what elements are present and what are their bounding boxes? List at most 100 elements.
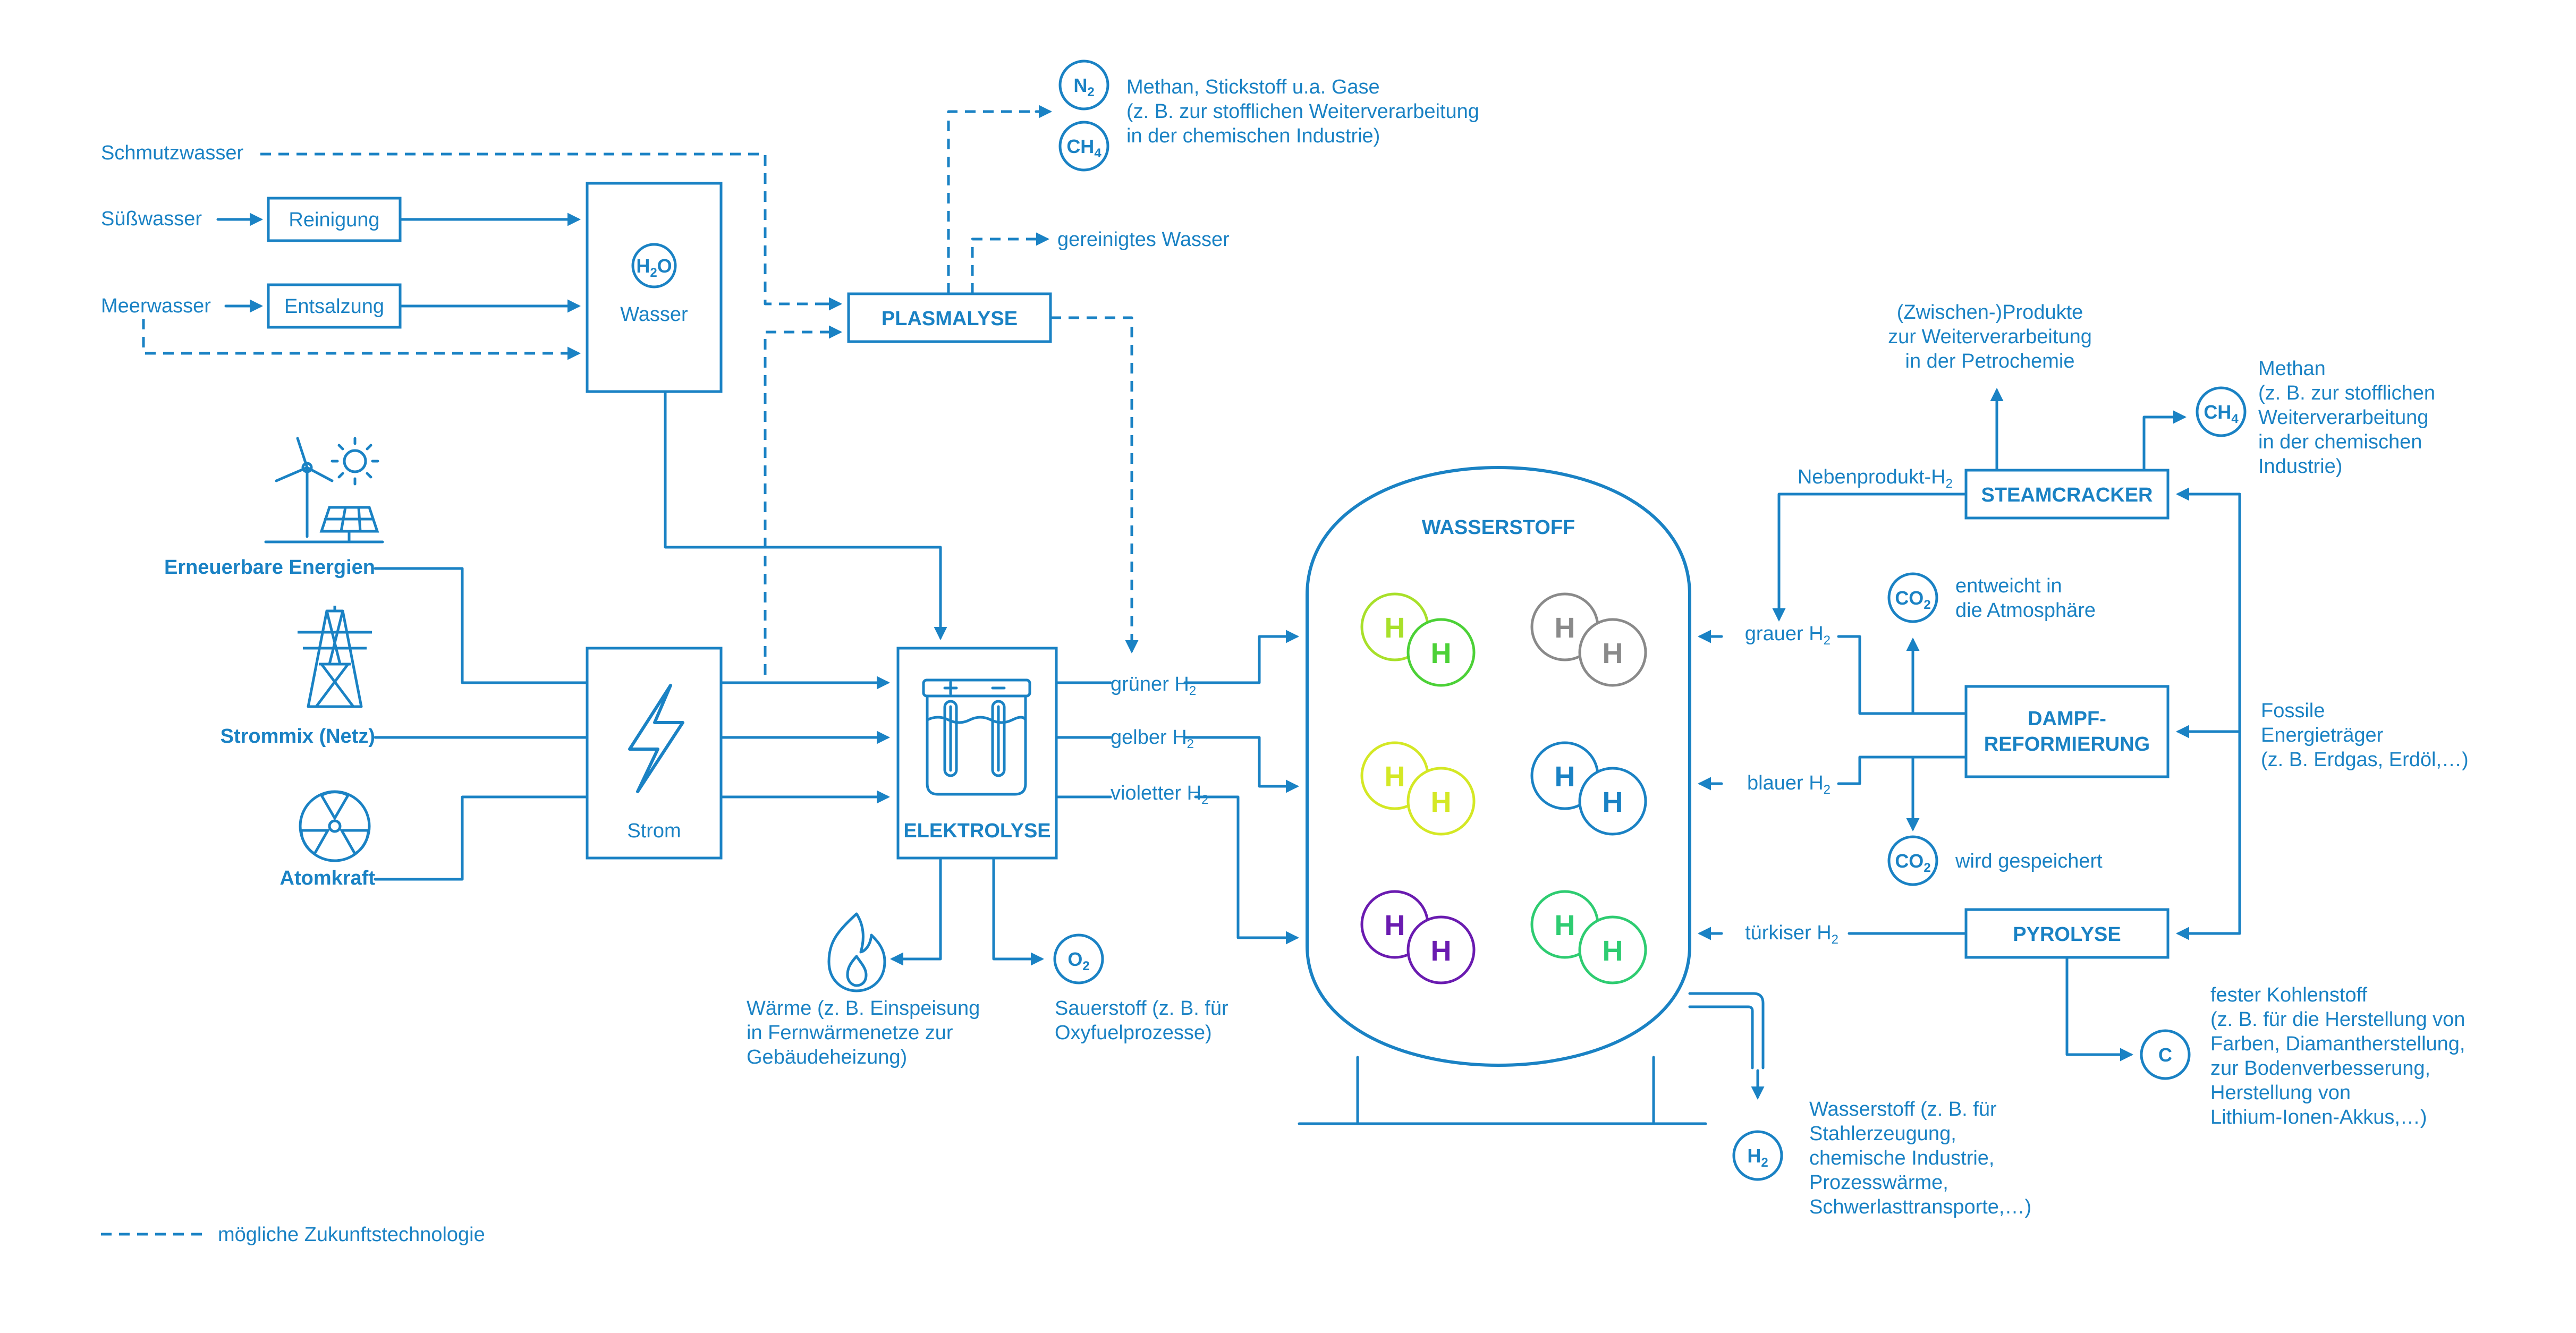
c-icon [2140,1029,2191,1080]
label-gruener-h2: grüner H2 [1111,673,1196,698]
svg-text:H: H [1431,638,1452,669]
nebenprodukt-label: Nebenprodukt-H2 [1798,466,1953,491]
co2-down-sub: 2 [1923,861,1930,875]
h2o-h: H [636,255,650,277]
ch4-icon-plasmalyse [1058,121,1109,172]
ch4-steam-sub: 4 [2231,412,2239,426]
power-pylon-icon [298,606,372,708]
arrow-elektrolyse-waerme [890,856,942,966]
kohle-line-2: (z. B. für die Herstellung von [2210,1008,2465,1031]
dashed-schmutzwasser-plasmalyse [260,152,834,305]
svg-text:H: H [1603,786,1623,818]
n2-sub: 2 [1087,85,1094,99]
methan-line-2: (z. B. zur stofflichen [2258,382,2435,404]
input-schmutzwasser: Schmutzwasser [101,142,244,164]
ch4-icon-steamcracker [2196,386,2247,437]
svg-text:CH4: CH4 [2204,401,2239,426]
svg-text:H: H [1385,761,1405,793]
label-tuerkiser-h2: türkiser H2 [1745,922,1838,947]
h2o-sub: 2 [650,266,657,280]
kohle-line-1: fester Kohlenstoff [2210,984,2367,1006]
strom-label: Strom [627,820,681,842]
energy-erneuerbar: Erneuerbare Energien [164,556,375,579]
h2o-o: O [657,255,672,277]
co2-icon-storage [1887,835,1938,886]
arrow-elektrolyse-sauerstoff [992,856,1044,966]
gase-line-2: (z. B. zur stofflichen Weiterverarbeitun… [1126,100,1479,123]
plasmalyse-label: PLASMALYSE [882,308,1018,330]
nuclear-icon [299,790,371,862]
tank-outlet-pipe [1688,992,1765,1069]
co2-down-co: CO [1895,850,1923,872]
svg-text:H: H [1431,935,1452,967]
entweicht-line-1: entweicht in [1955,575,2062,597]
svg-text:H: H [1431,786,1452,818]
tank-output-line-2: Stahlerzeugung, [1809,1123,1956,1145]
molecule-violett: H H [1360,890,1476,984]
kohle-line-6: Lithium-Ionen-Akkus,…) [2210,1106,2427,1128]
line-erneuerbar-strom [374,567,589,684]
steamcracker-box [1964,469,2170,520]
molecule-blau: H H [1530,741,1647,836]
dampfreformierung-box [1964,685,2170,778]
molecule-tuerkis: H H [1530,890,1647,984]
svg-text:H: H [1603,638,1623,669]
wasserstoff-label: WASSERSTOFF [1422,516,1575,539]
entweicht-line-2: die Atmosphäre [1955,599,2096,622]
svg-text:CO2: CO2 [1895,587,1930,612]
kohle-line-3: Farben, Diamantherstellung, [2210,1033,2465,1055]
sauerstoff-line-1: Sauerstoff (z. B. für [1055,997,1228,1020]
svg-text:CO2: CO2 [1895,850,1930,875]
methan-line-1: Methan [2258,358,2326,380]
co2-up-sub: 2 [1923,598,1930,612]
dashed-strom-plasmalyse [764,330,834,675]
molecule-grau: H H [1530,592,1647,687]
produkte-line-1: (Zwischen-)Produkte [1897,301,2083,324]
dampf-label-2: REFORMIERUNG [1984,733,2150,755]
svg-text:H2: H2 [1747,1145,1768,1170]
produkte-line-2: zur Weiterverarbeitung [1888,326,2092,348]
n2-n: N [1073,74,1087,96]
methan-line-3: Weiterverarbeitung [2258,406,2428,429]
svg-text:H: H [1555,612,1575,644]
ch4-ch: CH [1066,135,1094,157]
arrow-pyrolyse-kohlenstoff [2065,956,2133,1062]
svg-text:H: H [1385,612,1405,644]
legend-label: mögliche Zukunftstechnologie [218,1224,485,1246]
h2o-icon [631,243,677,288]
label-blauer-h2: blauer H2 [1747,772,1831,797]
steamcracker-label: STEAMCRACKER [1981,484,2153,506]
svg-text:H: H [1555,761,1575,793]
arrow-nebenprodukt-tank [1772,493,1968,622]
arrow-wasser-elektrolyse [664,390,947,640]
pyrolyse-box [1964,908,2170,959]
n2-icon [1058,60,1109,111]
methan-line-5: Industrie) [2258,455,2342,478]
line-dampf-blau [1837,755,1968,785]
lightning-icon [628,684,684,793]
dashed-plasmalyse-gruen [1050,316,1133,643]
o2-icon [1053,933,1104,984]
tank-output-line-1: Wasserstoff (z. B. für [1809,1098,1997,1120]
ch4-steam-ch: CH [2204,401,2231,423]
elektrolyse-label: ELEKTROLYSE [903,820,1050,842]
gase-line-1: Methan, Stickstoff u.a. Gase [1126,76,1380,98]
pyrolyse-label: PYROLYSE [2013,923,2121,946]
tank-outlet-pipe-inner [1688,1005,1754,1069]
co2-up-co: CO [1895,587,1923,609]
label-gelber-h2: gelber H2 [1111,726,1194,751]
svg-text:N2: N2 [1073,74,1094,99]
methan-line-4: in der chemischen [2258,431,2422,453]
waerme-line-3: Gebäudeheizung) [747,1046,907,1068]
svg-text:H2O: H2O [636,255,672,280]
gereinigtes-wasser-label: gereinigtes Wasser [1057,228,1230,251]
fossil-line-2: Energieträger [2261,724,2384,746]
fossil-line-1: Fossile [2261,700,2325,722]
dampf-label-1: DAMPF- [2028,708,2106,730]
waerme-line-2: in Fernwärmenetze zur [747,1022,953,1044]
tank-output-line-5: Schwerlasttransporte,…) [1809,1196,2031,1218]
co2-icon-atmosphere [1887,572,1938,623]
c-icon-label: C [2158,1044,2172,1066]
elektrolyse-cell-icon [922,678,1031,796]
